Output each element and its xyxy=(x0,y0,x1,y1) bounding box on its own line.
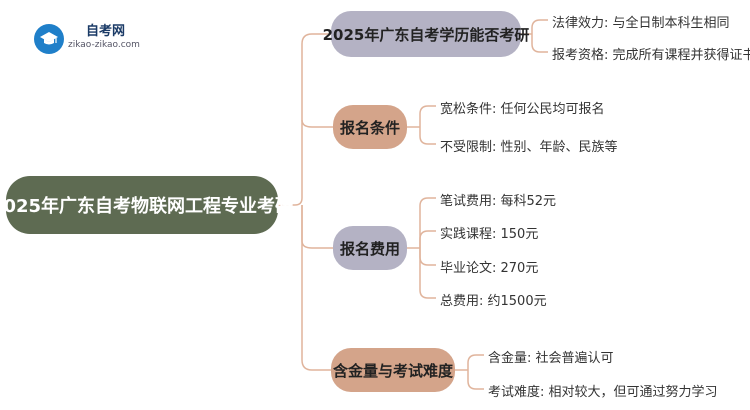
branch-node-exam-eligibility: 2025年广东自考学历能否考研 xyxy=(323,11,529,57)
leaf-written-fee: 笔试费用: 每科52元 xyxy=(440,194,557,209)
graduation-cap-icon xyxy=(34,24,64,54)
leaf-legal-effect: 法律效力: 与全日制本科生相同 xyxy=(552,16,730,31)
leaf-qualification: 报考资格: 完成所有课程并获得证书 xyxy=(552,48,750,63)
leaf-value: 含金量: 社会普遍认可 xyxy=(488,351,614,366)
logo-name: 自考网 xyxy=(86,24,126,39)
leaf-no-restrictions: 不受限制: 性别、年龄、民族等 xyxy=(440,140,618,155)
root-node: 2025年广东自考物联网工程专业考研 xyxy=(0,176,293,234)
site-logo[interactable]: 自考网 zikao-zikao.com xyxy=(30,18,150,58)
leaf-loose-conditions: 宽松条件: 任何公民均可报名 xyxy=(440,102,605,117)
leaf-practice-fee: 实践课程: 150元 xyxy=(440,227,539,242)
leaf-thesis-fee: 毕业论文: 270元 xyxy=(440,261,539,276)
logo-url: zikao-zikao.com xyxy=(68,40,140,50)
branch-node-registration-conditions: 报名条件 xyxy=(333,105,407,149)
leaf-difficulty: 考试难度: 相对较大，但可通过努力学习 xyxy=(488,385,718,400)
branch-node-value-difficulty: 含金量与考试难度 xyxy=(331,348,455,392)
leaf-total-fee: 总费用: 约1500元 xyxy=(440,294,547,309)
branch-node-registration-fees: 报名费用 xyxy=(333,226,407,270)
